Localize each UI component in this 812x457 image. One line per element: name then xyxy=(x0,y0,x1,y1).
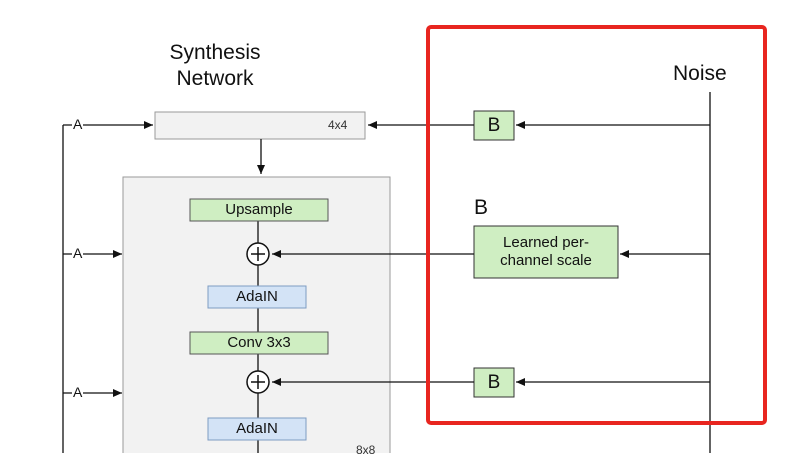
conv-label: Conv 3x3 xyxy=(227,334,291,351)
b-label-scale: B xyxy=(474,196,489,219)
upsample-label: Upsample xyxy=(225,201,293,218)
learned-scale-label: Learned per- channel scale xyxy=(474,226,618,278)
upsample-box xyxy=(189,198,329,222)
learned-scale-box xyxy=(473,225,619,279)
adain-label-1: AdaIN xyxy=(236,288,278,305)
a-label-2: A xyxy=(72,245,84,261)
resolution-4x4-label: 4x4 xyxy=(328,118,348,132)
adain-label-2: AdaIN xyxy=(236,420,278,437)
title-line-2: Network xyxy=(176,67,254,90)
adain-box-1 xyxy=(207,285,307,309)
block-8x8 xyxy=(122,176,391,453)
noise-label: Noise xyxy=(673,62,727,85)
b-label-top: B xyxy=(487,114,501,136)
learned-scale-line-2: channel scale xyxy=(500,252,592,269)
a-label-1: A xyxy=(72,116,84,132)
highlight-frame xyxy=(426,25,767,425)
b-box-bottom xyxy=(473,367,515,398)
adain-box-2 xyxy=(207,417,307,441)
const-4x4-box xyxy=(154,111,366,140)
learned-scale-line-1: Learned per- xyxy=(503,234,589,251)
resolution-8x8-label: 8x8 xyxy=(356,443,376,457)
b-box-top xyxy=(473,110,515,141)
conv-box xyxy=(189,331,329,355)
title-line-1: Synthesis xyxy=(169,41,261,64)
b-label-bottom: B xyxy=(487,371,501,393)
a-label-3: A xyxy=(72,384,84,400)
diagram-title: Synthesis Network xyxy=(140,40,290,92)
